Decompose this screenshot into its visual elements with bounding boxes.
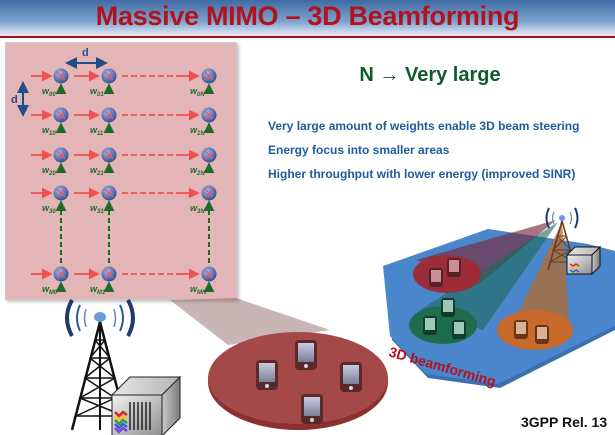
n-very-large-heading: N → Very large	[359, 64, 501, 86]
weight-label: w3N	[190, 203, 205, 215]
beam-orange	[510, 222, 570, 335]
baseband-unit-icon	[110, 375, 182, 435]
focus-area-ellipse	[208, 334, 388, 430]
bullet-item: Very large amount of weights enable 3D b…	[268, 119, 580, 133]
small-baseband-unit-icon	[565, 245, 602, 276]
antenna-element-icon	[201, 107, 217, 123]
focus-area-top	[208, 332, 388, 424]
mobile-device-icon	[295, 340, 317, 370]
bullet-item: Higher throughput with lower energy (imp…	[268, 167, 576, 181]
weight-label: w0N	[190, 86, 205, 98]
antenna-element-icon	[101, 68, 117, 84]
antenna-row: w20 w21 w2N	[31, 147, 217, 177]
beam-group-green	[409, 298, 477, 344]
antenna-element-icon	[53, 185, 69, 201]
bullet-item: Energy focus into smaller areas	[268, 143, 450, 157]
mobile-device-icon	[256, 360, 278, 390]
weight-label: w00	[42, 86, 56, 98]
mobile-device-icon	[423, 316, 437, 335]
weight-label: w01	[90, 86, 104, 98]
antenna-element-icon	[101, 185, 117, 201]
weight-label: w10	[42, 125, 56, 137]
hexagonal-cell-top	[383, 229, 615, 384]
3gpp-release-label: 3GPP Rel. 13	[521, 414, 608, 430]
horizontal-spacing-label: d	[82, 47, 89, 59]
vertical-spacing-label: d	[11, 94, 18, 106]
weight-label: w2N	[190, 165, 205, 177]
small-tower-icon	[545, 207, 579, 271]
antenna-element-icon	[101, 107, 117, 123]
beam-group-orange	[497, 310, 573, 350]
mobile-device-icon	[441, 298, 455, 317]
antenna-array-panel: d d w00 w01 w0N w10 w11 w1N w20 w21 w2N w30 w31 w3N…	[5, 42, 237, 300]
antenna-element-icon	[201, 147, 217, 163]
weight-label: w20	[42, 165, 56, 177]
weight-label: wM1	[90, 284, 106, 296]
mobile-device-icon	[535, 325, 549, 344]
antenna-array-diagram: d d w00 w01 w0N w10 w11 w1N w20 w21 w2N w30 w31 w3N…	[11, 47, 217, 296]
focus-beam	[170, 298, 330, 345]
weight-label: wM0	[42, 284, 58, 296]
weight-label: w31	[90, 203, 104, 215]
antenna-element-icon	[201, 185, 217, 201]
mobile-device-icon	[340, 362, 362, 392]
antenna-element-icon	[201, 266, 217, 282]
antenna-element-icon	[53, 266, 69, 282]
antenna-element-icon	[101, 266, 117, 282]
weight-label: w21	[90, 165, 104, 177]
antenna-element-icon	[101, 147, 117, 163]
beam-red	[416, 220, 556, 285]
weight-label: w30	[42, 203, 56, 215]
antenna-element-icon	[53, 147, 69, 163]
weight-label: w11	[90, 125, 104, 137]
antenna-row: w10 w11 w1N	[31, 107, 217, 137]
antenna-element-icon	[53, 68, 69, 84]
antenna-element-icon	[201, 68, 217, 84]
mobile-device-icon	[429, 268, 443, 287]
base-station-tower-icon	[65, 299, 135, 431]
mobile-device-icon	[514, 320, 528, 339]
antenna-row: w00 w01 w0N	[31, 68, 217, 98]
weight-label: w1N	[190, 125, 205, 137]
weight-label: wMN	[190, 284, 207, 296]
3d-beamforming-label: 3D beamforming	[387, 344, 498, 390]
antenna-row: wM0 wM1 wMN	[31, 266, 217, 296]
slide-title: Massive MIMO – 3D Beamforming	[95, 1, 520, 31]
hexagonal-cell	[385, 233, 615, 388]
focus-area-devices	[256, 340, 362, 424]
beam-group-red	[413, 255, 481, 293]
beam-green	[420, 222, 558, 330]
title-bar	[0, 0, 615, 36]
antenna-row: w30 w31 w3N	[31, 185, 217, 215]
mobile-device-icon	[452, 320, 466, 339]
bullet-list: Very large amount of weights enable 3D b…	[268, 118, 615, 190]
antenna-element-icon	[53, 107, 69, 123]
title-underline	[0, 36, 615, 38]
mobile-device-icon	[447, 258, 461, 277]
mobile-device-icon	[301, 394, 323, 424]
